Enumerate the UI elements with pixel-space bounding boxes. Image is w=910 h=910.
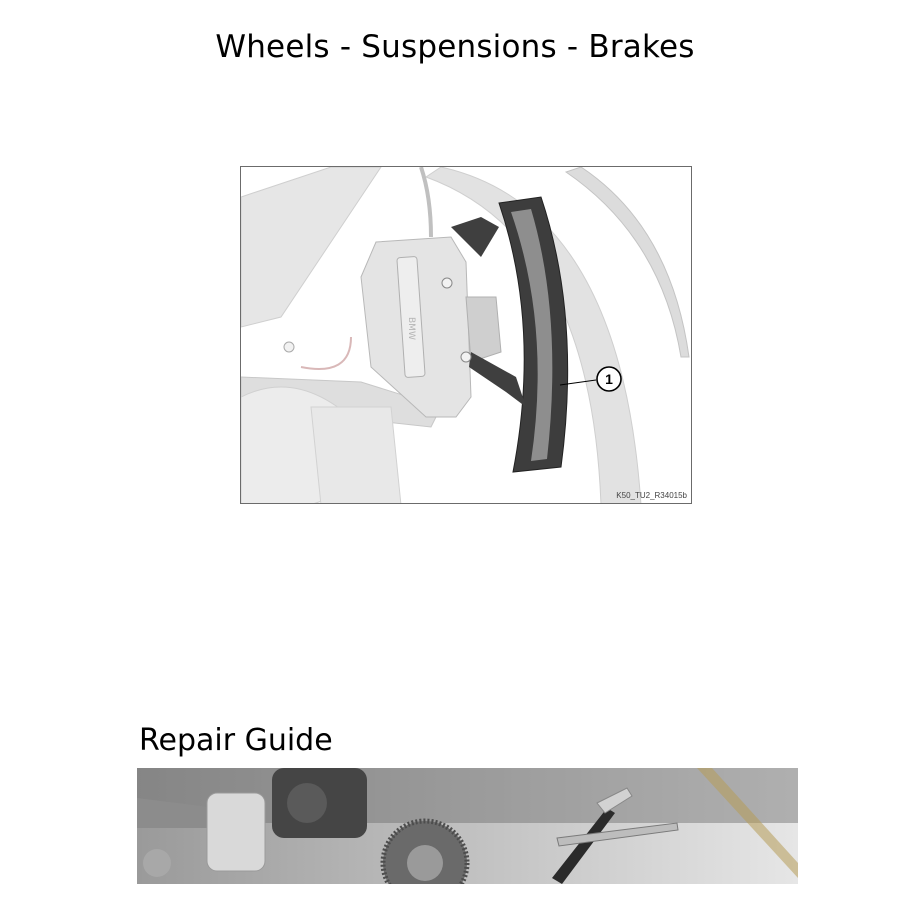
repair-guide-banner — [137, 768, 798, 884]
gear-icon — [380, 818, 470, 884]
piston-icon — [137, 792, 266, 877]
technical-illustration: BMW 1 K50_TU2_R34015b — [240, 166, 692, 504]
callout-1-label: 1 — [605, 371, 613, 387]
crankshaft-icon — [272, 768, 367, 838]
figure-code: K50_TU2_R34015b — [616, 491, 687, 500]
callout-1-marker — [596, 366, 622, 392]
road-stripe — [697, 768, 798, 878]
page-title: Wheels - Suspensions - Brakes — [215, 29, 695, 65]
wheel-brake-drawing: BMW 1 — [241, 167, 690, 503]
wrench-icon — [552, 787, 679, 884]
svg-text:BMW: BMW — [406, 317, 416, 340]
section-title: Repair Guide — [139, 723, 333, 758]
